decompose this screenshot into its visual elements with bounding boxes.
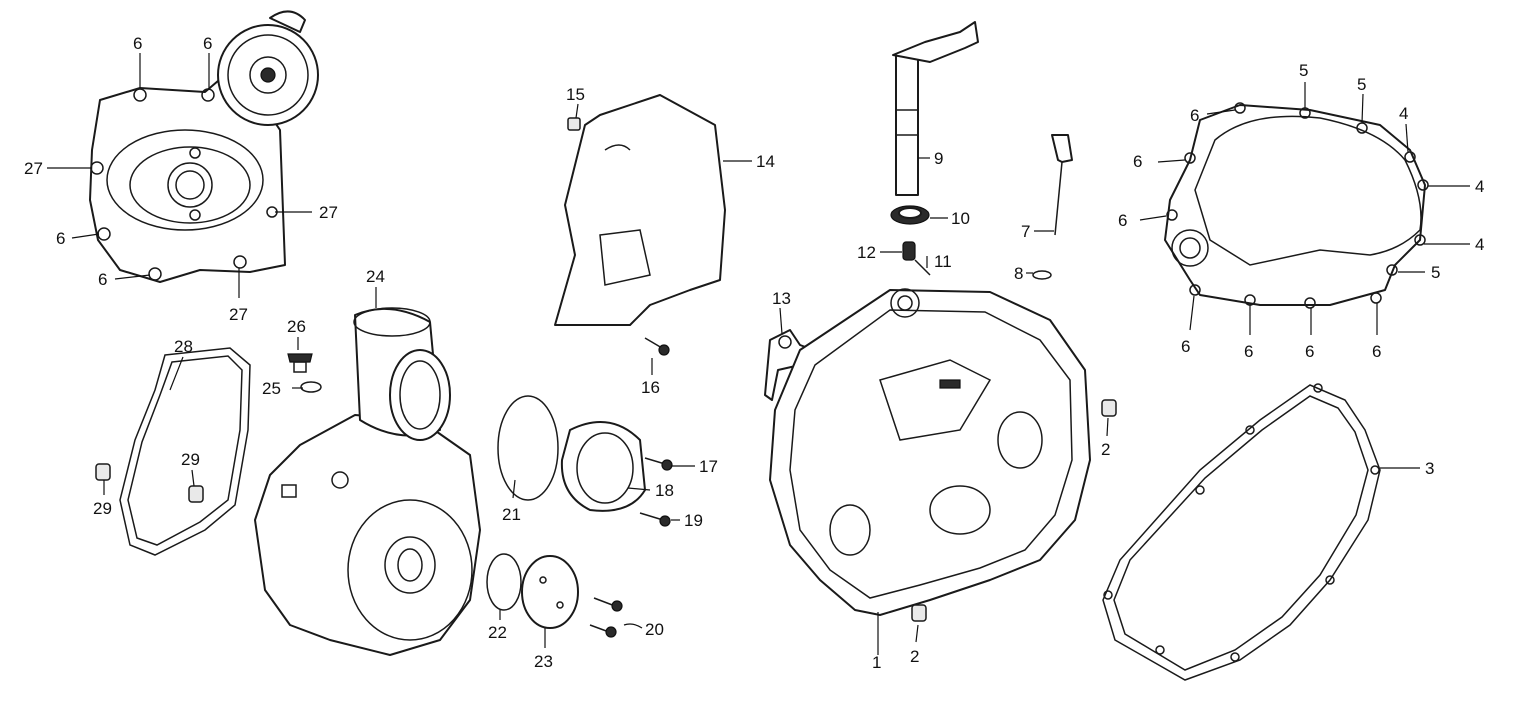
- oring-21: [497, 395, 559, 501]
- callout-6: 6: [1133, 152, 1142, 171]
- shift-shaft-9: [892, 21, 979, 196]
- callout-6: 6: [133, 34, 142, 53]
- callout-16: 16: [641, 378, 660, 397]
- callout-24: 24: [366, 267, 385, 286]
- pickup-cover: [217, 10, 319, 126]
- callout-numbers: 1 2 2 3 4 4 4 5 5 5 6 6 6 6 6 6 6 6 6 6 …: [24, 34, 1484, 672]
- callout-6: 6: [98, 270, 107, 289]
- stator-cover: [89, 74, 286, 283]
- stator-cover-gasket: [119, 347, 251, 556]
- plug-and-oring-25-26: [287, 353, 322, 393]
- callout-22: 22: [488, 623, 507, 642]
- callout-5: 5: [1299, 61, 1308, 80]
- callout-6: 6: [1190, 106, 1199, 125]
- spring-12: [902, 241, 916, 261]
- dowel-pins-29: [95, 463, 204, 503]
- callout-14: 14: [756, 152, 775, 171]
- pin-11: [914, 259, 931, 276]
- oil-seal-10: [890, 205, 930, 225]
- bolts-17-19-20: [589, 457, 673, 638]
- callout-20: 20: [645, 620, 664, 639]
- callout-2: 2: [1101, 440, 1110, 459]
- plate-23: [521, 555, 579, 629]
- callout-6: 6: [1118, 211, 1127, 230]
- callout-9: 9: [934, 149, 943, 168]
- callout-13: 13: [772, 289, 791, 308]
- callout-5: 5: [1431, 263, 1440, 282]
- dowels-2: [911, 399, 1117, 622]
- callout-28: 28: [174, 337, 193, 356]
- clutch-cover: [1164, 102, 1429, 309]
- callout-5: 5: [1357, 75, 1366, 94]
- callout-4: 4: [1475, 177, 1484, 196]
- callout-10: 10: [951, 209, 970, 228]
- callout-7: 7: [1021, 222, 1030, 241]
- callout-23: 23: [534, 652, 553, 671]
- callout-4: 4: [1399, 104, 1408, 123]
- upper-cover: [554, 94, 726, 326]
- callout-6: 6: [203, 34, 212, 53]
- callout-27: 27: [24, 159, 43, 178]
- callout-19: 19: [684, 511, 703, 530]
- callout-2: 2: [910, 647, 919, 666]
- callout-6: 6: [1181, 337, 1190, 356]
- callout-29: 29: [93, 499, 112, 518]
- callout-8: 8: [1014, 264, 1023, 283]
- leader-lines: [47, 53, 1470, 655]
- gasket-22: [486, 553, 522, 611]
- callout-6: 6: [56, 229, 65, 248]
- callout-1: 1: [872, 653, 881, 672]
- callout-6: 6: [1244, 342, 1253, 361]
- left-crankcase-cover: [254, 307, 481, 656]
- callout-21: 21: [502, 505, 521, 524]
- callout-29: 29: [181, 450, 200, 469]
- callout-11: 11: [934, 252, 952, 271]
- callout-27: 27: [229, 305, 248, 324]
- callout-18: 18: [655, 481, 674, 500]
- oring-8: [1032, 270, 1052, 280]
- dipstick-7: [1051, 134, 1073, 236]
- callout-3: 3: [1425, 459, 1434, 478]
- callout-27: 27: [319, 203, 338, 222]
- callout-6: 6: [1305, 342, 1314, 361]
- clutch-cover-gasket: [1102, 383, 1381, 681]
- callout-15: 15: [566, 85, 585, 104]
- cover-18: [560, 421, 646, 512]
- bolt-16: [644, 337, 670, 356]
- callout-26: 26: [287, 317, 306, 336]
- callout-6: 6: [1372, 342, 1381, 361]
- callout-17: 17: [699, 457, 718, 476]
- callout-25: 25: [262, 379, 281, 398]
- callout-12: 12: [857, 243, 876, 262]
- callout-4: 4: [1475, 235, 1484, 254]
- right-crankcase-cover: [769, 288, 1091, 616]
